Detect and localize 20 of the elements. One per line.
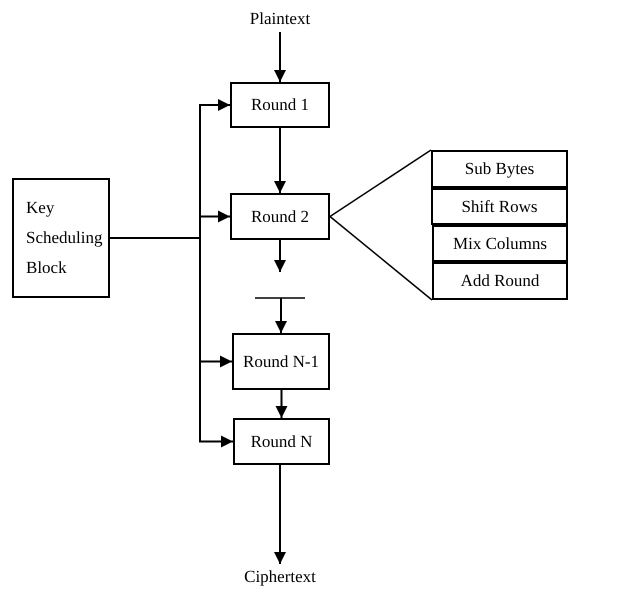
connector-line	[330, 149, 432, 218]
connector-line	[330, 216, 432, 301]
arrow	[110, 237, 233, 448]
round-box: Round N-1	[232, 333, 330, 390]
round-box: Round N	[233, 418, 330, 465]
round-box: Round 1	[230, 82, 330, 128]
arrow	[276, 390, 288, 418]
arrow	[275, 298, 287, 333]
io-label: Plaintext	[230, 6, 330, 32]
arrow	[274, 32, 286, 82]
arrow	[274, 240, 286, 272]
arrow	[274, 465, 286, 564]
arrow	[274, 128, 286, 193]
key-scheduling-box: Key Scheduling Block	[12, 178, 110, 298]
round-box: Round 2	[230, 193, 330, 240]
io-label: Ciphertext	[230, 564, 330, 590]
step-box: Mix Columns	[432, 225, 568, 262]
step-box: Shift Rows	[431, 188, 568, 225]
step-box: Sub Bytes	[431, 150, 568, 188]
step-box: Add Round	[432, 262, 568, 300]
